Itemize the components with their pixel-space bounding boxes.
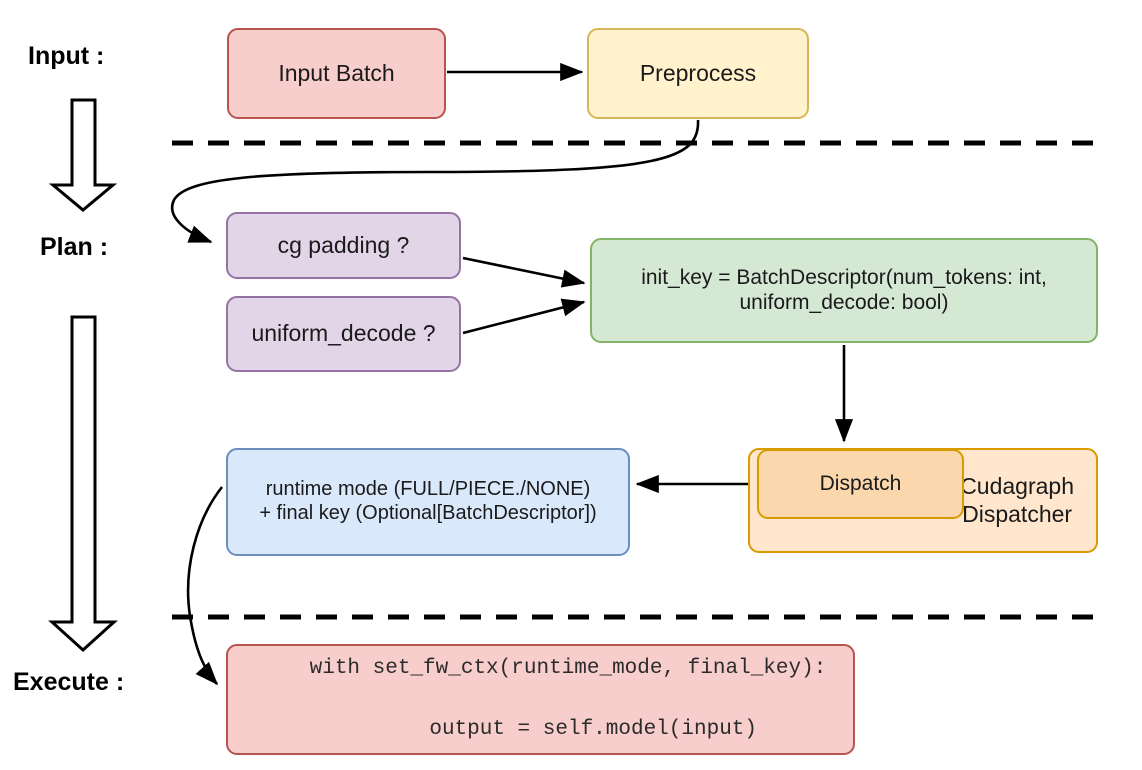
node-execute-code[interactable]: with set_fw_ctx(runtime_mode, final_key)… [226, 644, 855, 755]
node-cg-padding[interactable]: cg padding ? [226, 212, 461, 279]
node-init-key-line1: init_key = BatchDescriptor(num_tokens: i… [641, 265, 1047, 289]
node-preprocess[interactable]: Preprocess [587, 28, 809, 119]
stage-label-input: Input : [28, 42, 105, 70]
stage-label-execute: Execute : [13, 668, 125, 696]
node-init-key-line2: uniform_decode: bool) [739, 290, 949, 314]
edge-runtime-mode-to-exec-code [186, 486, 224, 686]
stage-arrow-input-to-plan [48, 98, 118, 212]
node-runtime-mode[interactable]: runtime mode (FULL/PIECE./NONE) + final … [226, 448, 630, 556]
edge-uniform-decode-to-init-key [462, 298, 586, 335]
stage-label-plan: Plan : [40, 233, 109, 261]
node-init-key[interactable]: init_key = BatchDescriptor(num_tokens: i… [590, 238, 1098, 343]
node-uniform-decode[interactable]: uniform_decode ? [226, 296, 461, 372]
node-runtime-mode-line2: + final key (Optional[BatchDescriptor]) [259, 502, 597, 524]
stage-arrow-plan-to-execute [48, 315, 118, 653]
node-runtime-mode-line1: runtime mode (FULL/PIECE./NONE) [265, 478, 591, 501]
node-execute-code-line2: output = self.model(input) [378, 717, 757, 741]
edge-cg-padding-to-init-key [462, 256, 586, 288]
node-execute-code-line1: with set_fw_ctx(runtime_mode, final_key)… [309, 656, 827, 680]
node-dispatch[interactable]: Dispatch [757, 449, 964, 519]
node-cudagraph-dispatcher-line2: Dispatcher [962, 500, 1073, 527]
node-cudagraph-dispatcher-line1: Cudagraph [960, 473, 1074, 500]
node-input-batch[interactable]: Input Batch [227, 28, 446, 119]
